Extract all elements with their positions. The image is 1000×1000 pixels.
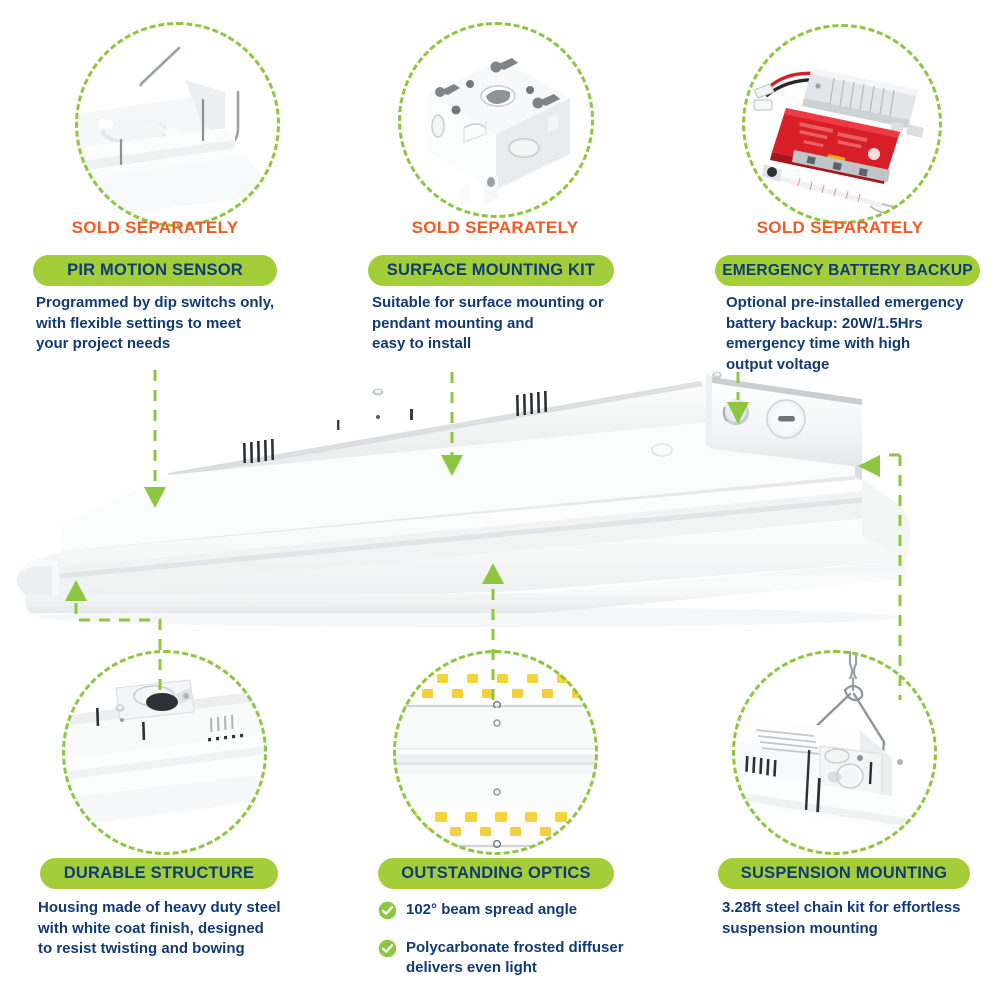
outstanding-optics-title-pill[interactable]: OUTSTANDING OPTICS xyxy=(378,858,614,889)
emergency-battery-backup-sold-separately: SOLD SEPARATELY xyxy=(756,218,924,237)
suspension-mounting-title-pill[interactable]: SUSPENSION MOUNTING xyxy=(718,858,970,889)
check-circle-icon xyxy=(378,901,397,920)
emergency-battery-backup-description: Optional pre-installed emergency battery… xyxy=(726,294,964,373)
suspension-mounting-image-well xyxy=(732,650,937,855)
outstanding-optics-bullet-2: Polycarbonate frosted diffuser delivers … xyxy=(378,938,663,979)
suspension-mounting-dashed-ring xyxy=(732,650,937,855)
outstanding-optics-bullet-1: 102° beam spread angle xyxy=(378,900,663,921)
check-circle-icon xyxy=(378,939,397,958)
pir-motion-sensor-title-pill[interactable]: PIR MOTION SENSOR xyxy=(33,255,277,286)
surface-mounting-kit-description: Suitable for surface mounting or pendant… xyxy=(372,294,604,352)
emergency-battery-backup-title-pill[interactable]: EMERGENCY BATTERY BACKUP xyxy=(715,255,980,286)
surface-mounting-kit-image-well xyxy=(398,22,594,218)
emergency-battery-backup-dashed-ring xyxy=(742,24,942,224)
durable-structure-dashed-ring xyxy=(62,650,267,855)
outstanding-optics-bullet-2-text: Polycarbonate frosted diffuser delivers … xyxy=(406,938,624,977)
pir-motion-sensor-description: Programmed by dip switchs only, with fle… xyxy=(36,294,275,352)
pir-motion-sensor-image-well xyxy=(75,22,280,227)
hero-product-image xyxy=(0,355,1000,655)
outstanding-optics-bullet-1-text: 102° beam spread angle xyxy=(406,901,578,918)
pir-motion-sensor-dashed-ring xyxy=(75,22,280,227)
durable-structure-title-pill[interactable]: DURABLE STRUCTURE xyxy=(40,858,278,889)
surface-mounting-kit-sold-separately: SOLD SEPARATELY xyxy=(411,218,579,237)
surface-mounting-kit-dashed-ring xyxy=(398,22,594,218)
durable-structure-description: Housing made of heavy duty steel with wh… xyxy=(38,899,281,957)
surface-mounting-kit-title-pill[interactable]: SURFACE MOUNTING KIT xyxy=(368,255,614,286)
outstanding-optics-dashed-ring xyxy=(393,650,598,855)
suspension-mounting-description: 3.28ft steel chain kit for effortless su… xyxy=(722,899,961,937)
outstanding-optics-image-well xyxy=(393,650,598,855)
outstanding-optics-bullet-list: 102° beam spread angle Polycarbonate fro… xyxy=(378,900,663,996)
pir-motion-sensor-sold-separately: SOLD SEPARATELY xyxy=(71,218,239,237)
durable-structure-image-well xyxy=(62,650,267,855)
emergency-battery-backup-image-well xyxy=(742,24,942,224)
